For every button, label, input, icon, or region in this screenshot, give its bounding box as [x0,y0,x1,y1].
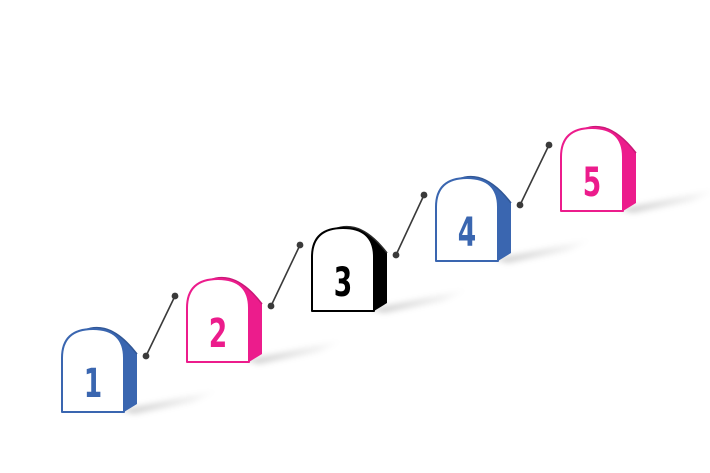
step-4-number: 4 [458,210,476,257]
step-4-front-face [435,177,499,262]
step-1-shadow [120,390,219,414]
step-3-marker: 3 [311,225,388,312]
step-5-front-face [560,127,624,212]
connector-2-3 [267,241,304,310]
connector-dot [420,191,428,199]
connector-1-2 [142,292,179,360]
connector-line [145,295,176,357]
step-2-number: 2 [209,311,227,358]
connector-dot [267,302,275,310]
step-5-shadow [619,190,710,213]
connector-dot [171,292,179,300]
connector-line [395,194,425,256]
connector-line [519,144,550,206]
step-1-front-face [61,328,125,413]
step-5-marker: 5 [560,125,637,212]
connector-dot [545,141,553,149]
step-5-number: 5 [583,160,601,207]
step-2-marker: 2 [186,276,263,363]
connector-dot [516,201,524,209]
step-1-marker: 1 [61,326,138,413]
step-3-number: 3 [334,260,352,307]
connector-dot [142,352,150,360]
step-2-shadow [245,340,344,364]
step-1-number: 1 [84,361,102,408]
step-4-shadow [494,239,593,263]
connector-4-5 [516,141,553,209]
step-3-front-face [311,227,375,312]
connector-dot [296,241,304,249]
connector-3-4 [392,191,428,259]
connector-dot [392,251,400,259]
step-3-shadow [370,289,469,313]
step-4-marker: 4 [435,175,512,262]
connector-line [270,244,301,307]
step-2-front-face [186,278,250,363]
